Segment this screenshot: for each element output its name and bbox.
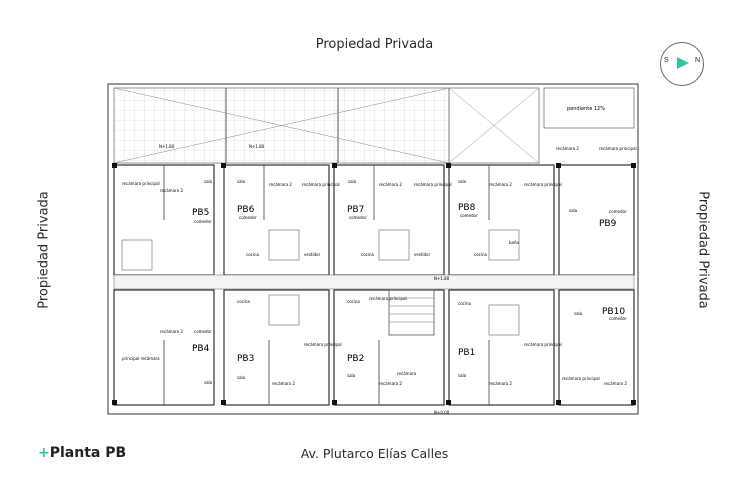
north-arrow-icon xyxy=(677,57,689,69)
room-label: sala xyxy=(237,179,246,184)
unit-label-pb10: PB10 xyxy=(602,307,625,317)
unit-label-pb4: PB4 xyxy=(192,344,210,354)
ramp-area xyxy=(448,87,540,164)
room-label: recámara xyxy=(397,371,417,376)
level-mark: N+1.80 xyxy=(249,144,265,149)
compass-north-label: N xyxy=(694,57,700,64)
room-label: recámara 2 xyxy=(489,381,512,386)
plus-icon: + xyxy=(38,445,50,461)
room-label: sala xyxy=(347,373,356,378)
room-label: recámara principal xyxy=(524,182,562,187)
stairs xyxy=(388,289,435,336)
unit-label-pb2: PB2 xyxy=(347,354,364,364)
room-label: comedor xyxy=(194,329,212,334)
room-label: cocina xyxy=(458,301,471,306)
site-boundary xyxy=(107,83,639,415)
room-label: recámara 2 xyxy=(269,182,292,187)
room-label: recámara 2 xyxy=(489,182,512,187)
room-label: cocina xyxy=(474,252,487,257)
room-label: sala xyxy=(237,375,246,380)
ramp-label: pendiente 12% xyxy=(567,106,605,112)
room-label: comedor xyxy=(194,219,212,224)
room-label: cocina xyxy=(347,299,360,304)
unit-label-pb5: PB5 xyxy=(192,208,209,218)
room-label: sala xyxy=(204,380,213,385)
room-label: recámara principal xyxy=(304,342,342,347)
level-mark: N+1.80 xyxy=(434,276,450,281)
top-boundary-label: Propiedad Privada xyxy=(315,37,434,52)
room-label: vestidor xyxy=(414,252,431,257)
room-label: sala xyxy=(458,373,467,378)
room-label: comedor xyxy=(239,215,257,220)
compass-south-label: S xyxy=(664,57,669,64)
room-label: recámara 2 xyxy=(160,329,183,334)
unit-label-pb9: PB9 xyxy=(599,219,617,229)
room-label: recámara 2 xyxy=(604,381,627,386)
right-boundary-label: Propiedad Privada xyxy=(695,191,711,309)
room-label: recámara principal xyxy=(524,342,562,347)
room-label: comedor xyxy=(609,209,627,214)
room-label: recámara 2 xyxy=(556,146,579,151)
room-label: sala xyxy=(348,179,357,184)
room-label: baño xyxy=(509,240,520,245)
room-label: comedor xyxy=(609,316,627,321)
unit-label-pb6: PB6 xyxy=(237,205,255,215)
corridor xyxy=(113,274,635,290)
left-boundary-label: Propiedad Privada xyxy=(36,191,52,309)
room-label: vestidor xyxy=(304,252,321,257)
unit-label-pb7: PB7 xyxy=(347,205,364,215)
level-mark: N+0.00 xyxy=(434,410,450,415)
room-label: recámara principal xyxy=(122,181,160,186)
room-label: cocina xyxy=(361,252,374,257)
room-label: cocina xyxy=(246,252,259,257)
room-label: sala xyxy=(569,208,578,213)
street-label: Av. Plutarco Elías Calles xyxy=(300,446,449,461)
level-mark: N+1.80 xyxy=(159,144,175,149)
room-label: sala xyxy=(458,179,467,184)
room-label: recámara 2 xyxy=(160,188,183,193)
room-label: recámara principal xyxy=(599,146,637,151)
unit-label-pb3: PB3 xyxy=(237,354,254,364)
room-label: recámara principal xyxy=(414,182,452,187)
unit-label-pb8: PB8 xyxy=(458,203,476,213)
room-label: recámara 2 xyxy=(272,381,295,386)
room-label: recámara 2 xyxy=(379,381,402,386)
compass: S N xyxy=(660,42,704,86)
plan-title-text: Planta PB xyxy=(49,445,127,461)
room-label: comedor xyxy=(349,215,367,220)
room-label: cocina xyxy=(237,299,250,304)
room-label: recámara principal xyxy=(562,376,600,381)
floor-plan: pendiente 12% PB5 PB6 PB7 PB8 PB9 PB10 P… xyxy=(107,83,639,415)
room-label: recámara 2 xyxy=(379,182,402,187)
plan-title: +Planta PB xyxy=(38,445,126,461)
unit-label-pb1: PB1 xyxy=(458,348,475,358)
room-label: sala xyxy=(574,311,583,316)
room-label: sala xyxy=(204,179,213,184)
room-label: recámara principal xyxy=(369,296,407,301)
room-label: recámara principal xyxy=(302,182,340,187)
room-label: principal recámara xyxy=(122,356,160,361)
room-label: comedor xyxy=(460,213,478,218)
